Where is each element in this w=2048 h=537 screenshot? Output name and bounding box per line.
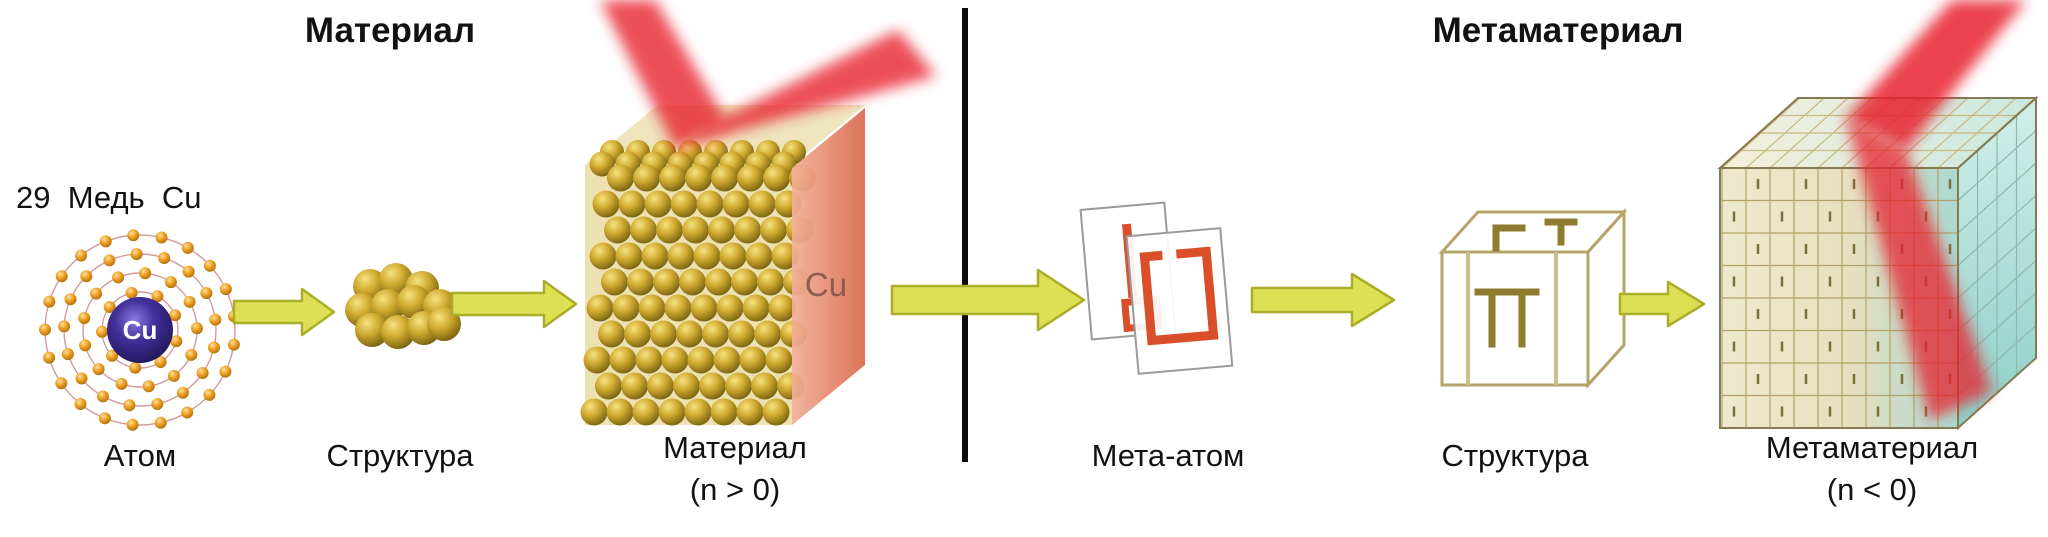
meta-atom-diagram bbox=[1079, 201, 1234, 375]
resonator-mark bbox=[1544, 218, 1578, 246]
arrow-structure-to-material bbox=[450, 279, 578, 329]
caption-metamaterial-index: (n < 0) bbox=[1827, 472, 1917, 507]
arrow-atom-to-structure bbox=[232, 287, 336, 337]
resonator-panel-front bbox=[1125, 227, 1234, 375]
arrow-structure-to-metamaterial bbox=[1618, 280, 1706, 328]
sphere-lattice bbox=[580, 140, 816, 426]
cube-cu-label: Cu bbox=[805, 266, 847, 303]
arrow-meta-atom-to-structure bbox=[1250, 272, 1396, 328]
resonator-mark bbox=[1474, 288, 1540, 348]
incident-beam bbox=[1846, 0, 2026, 150]
reflected-beam bbox=[675, 30, 936, 148]
nucleus-label: Cu bbox=[123, 315, 158, 345]
section-divider bbox=[962, 8, 968, 462]
caption-meta-atom: Мета-атом bbox=[1092, 438, 1245, 473]
caption-structure-right: Структура bbox=[1441, 438, 1589, 473]
caption-material-index: (n > 0) bbox=[690, 472, 780, 507]
cube-front-face bbox=[1440, 250, 1590, 387]
right-section-title: Метаматериал bbox=[1433, 11, 1684, 50]
atom-diagram: Cu bbox=[39, 229, 240, 431]
caption-metamaterial: Метаматериал bbox=[1766, 430, 1978, 465]
split-ring-icon bbox=[1139, 246, 1219, 346]
cube-top-face bbox=[1438, 210, 1628, 254]
material-cube: Cu bbox=[580, 0, 936, 426]
caption-material: Материал bbox=[663, 430, 807, 465]
arrow-material-to-metamaterial bbox=[890, 268, 1086, 332]
resonator-mark bbox=[1492, 224, 1526, 252]
metamaterial-cube bbox=[1717, 0, 2039, 431]
incident-beam bbox=[600, 0, 727, 148]
caption-structure-left: Структура bbox=[326, 438, 474, 473]
cube-right-face bbox=[1586, 208, 1626, 389]
cube-right-face bbox=[792, 108, 865, 425]
nucleus bbox=[107, 297, 173, 363]
electron-dots bbox=[39, 229, 240, 431]
meta-structure-cube bbox=[1438, 208, 1628, 389]
refracted-beam bbox=[1846, 118, 1992, 420]
atom-cluster bbox=[345, 263, 461, 349]
caption-atom: Атом bbox=[104, 438, 176, 473]
left-section-title: Материал bbox=[305, 11, 475, 50]
element-label: 29 Медь Cu bbox=[16, 180, 202, 215]
